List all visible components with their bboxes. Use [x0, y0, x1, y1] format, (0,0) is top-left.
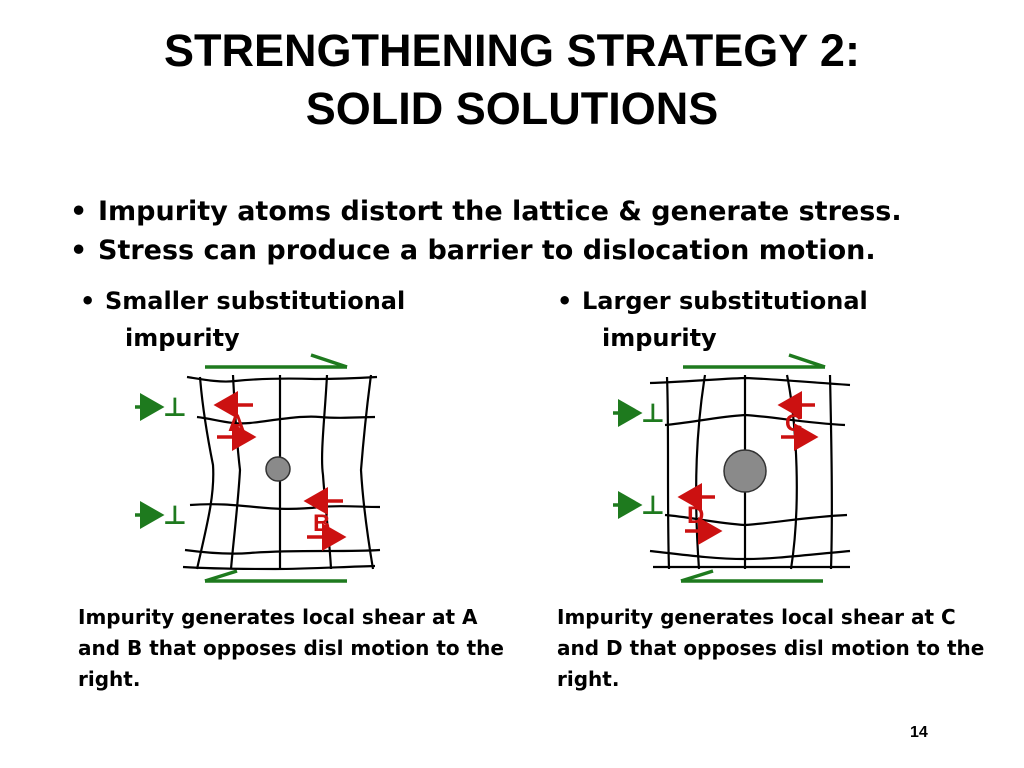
title-line-2: SOLID SOLUTIONS [305, 83, 719, 134]
bullet-dot: • [70, 235, 88, 266]
bullet-dot: • [557, 287, 573, 315]
dislocation-symbol: ⊥ [163, 393, 187, 423]
larger-impurity-diagram: ⊥ ⊥ C D [613, 353, 851, 583]
top-shear-arrow [205, 353, 348, 369]
smaller-impurity-diagram: ⊥ ⊥ A B [135, 353, 381, 583]
bullet-dot: • [70, 196, 88, 227]
dislocation-bottom: ⊥ [613, 491, 665, 521]
bullet-item: • Impurity atoms distort the lattice & g… [70, 192, 970, 231]
right-caption: Impurity generates local shear at C and … [557, 605, 985, 691]
left-panel-heading: • Smaller substitutional impurity [80, 283, 500, 357]
bullet-item: • Stress can produce a barrier to disloc… [70, 231, 970, 270]
label-b: B [313, 510, 330, 537]
local-shear-d: D [677, 483, 723, 545]
dislocation-symbol: ⊥ [163, 501, 187, 531]
right-panel-heading: • Larger substitutional impurity [557, 283, 977, 357]
local-shear-a: A [213, 391, 257, 451]
impurity-atom [265, 456, 291, 482]
dislocation-bottom: ⊥ [135, 501, 187, 531]
impurity-atom [723, 449, 767, 493]
dislocation-top: ⊥ [613, 399, 665, 429]
lattice-lines [649, 374, 851, 570]
label-a: A [228, 410, 245, 437]
right-heading-line-1: Larger substitutional [582, 287, 868, 315]
bottom-shear-arrow [680, 569, 823, 583]
left-heading-line-2: impurity [125, 324, 240, 352]
local-shear-b: B [303, 487, 347, 551]
right-heading-line-2: impurity [602, 324, 717, 352]
left-heading-line-1: Smaller substitutional [105, 287, 406, 315]
dislocation-symbol: ⊥ [641, 399, 665, 429]
slide-title: STRENGTHENING STRATEGY 2: SOLID SOLUTION… [0, 22, 1024, 138]
title-line-1: STRENGTHENING STRATEGY 2: [164, 25, 860, 76]
top-shear-arrow [683, 353, 826, 369]
bullet-text: Stress can produce a barrier to dislocat… [98, 235, 876, 266]
main-bullets: • Impurity atoms distort the lattice & g… [70, 192, 970, 270]
bottom-shear-arrow [204, 569, 347, 583]
bullet-text: Impurity atoms distort the lattice & gen… [98, 196, 902, 227]
bullet-dot: • [80, 287, 96, 315]
dislocation-top: ⊥ [135, 393, 187, 423]
local-shear-c: C [777, 391, 819, 451]
page-number: 14 [910, 724, 928, 741]
label-d: D [687, 502, 704, 529]
label-c: C [785, 410, 802, 437]
left-caption: Impurity generates local shear at A and … [78, 605, 504, 691]
dislocation-symbol: ⊥ [641, 491, 665, 521]
